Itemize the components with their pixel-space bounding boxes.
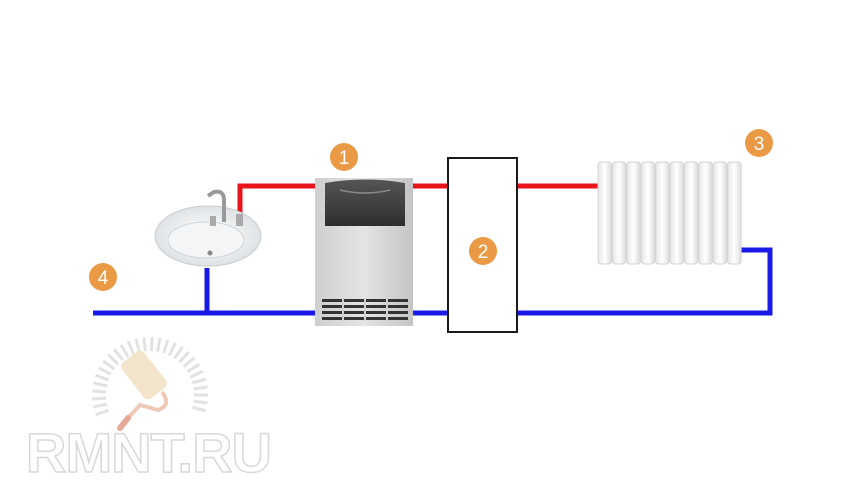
sunburst-ray <box>92 389 107 394</box>
radiator-section <box>640 161 656 265</box>
sunburst-ray <box>134 338 141 353</box>
sunburst-ray <box>94 408 110 417</box>
badge-boiler-label: 1 <box>339 148 350 169</box>
radiator-section <box>597 161 612 265</box>
sunburst-ray <box>92 396 107 401</box>
badge-sink-label: 4 <box>98 268 109 289</box>
sunburst-ray <box>178 350 190 364</box>
sunburst-ray <box>142 337 147 352</box>
cold-water-pipe <box>93 247 773 316</box>
boiler <box>315 178 413 326</box>
sunburst-ray <box>193 399 208 405</box>
radiator-section <box>626 161 641 265</box>
sunburst-ray <box>156 337 162 352</box>
badge-tank-label: 2 <box>478 242 489 263</box>
badge-sink: 4 <box>89 263 117 291</box>
sunburst-ray <box>189 370 204 379</box>
badge-tank: 2 <box>469 237 497 265</box>
radiator-section <box>683 161 699 265</box>
sunburst-ray <box>119 344 130 358</box>
radiator-section <box>669 161 684 265</box>
sunburst-ray <box>173 346 184 360</box>
hot-water-pipe <box>237 183 600 218</box>
radiator-section <box>698 161 713 265</box>
sunburst-ray <box>162 339 170 354</box>
sunburst-ray <box>92 381 108 388</box>
sunburst-ray <box>102 359 116 371</box>
badge-boiler: 1 <box>330 143 358 171</box>
sunburst-ray <box>182 356 196 368</box>
watermark-text: RMNT.RU <box>25 420 272 485</box>
radiator <box>597 161 742 265</box>
sunburst-ray <box>167 342 177 357</box>
radiator-section <box>712 161 728 265</box>
radiator-section <box>611 161 627 265</box>
sunburst-ray <box>191 405 207 413</box>
sunburst-ray <box>191 377 207 385</box>
sunburst-ray <box>107 353 120 366</box>
badge-radiator-label: 3 <box>754 134 765 155</box>
sunburst-ray <box>94 373 110 382</box>
badge-radiator: 3 <box>745 129 773 157</box>
sunburst-ray <box>126 340 135 355</box>
sunburst-ray <box>98 366 112 376</box>
sunburst-ray <box>193 385 208 391</box>
radiator-section <box>655 161 670 265</box>
radiator-section <box>727 161 742 265</box>
watermark-logo <box>92 336 208 417</box>
sunburst-ray <box>92 402 108 409</box>
sink <box>154 189 262 267</box>
sunburst-ray <box>186 362 200 373</box>
paint-roller-icon <box>117 350 169 431</box>
sunburst-ray <box>113 348 125 362</box>
